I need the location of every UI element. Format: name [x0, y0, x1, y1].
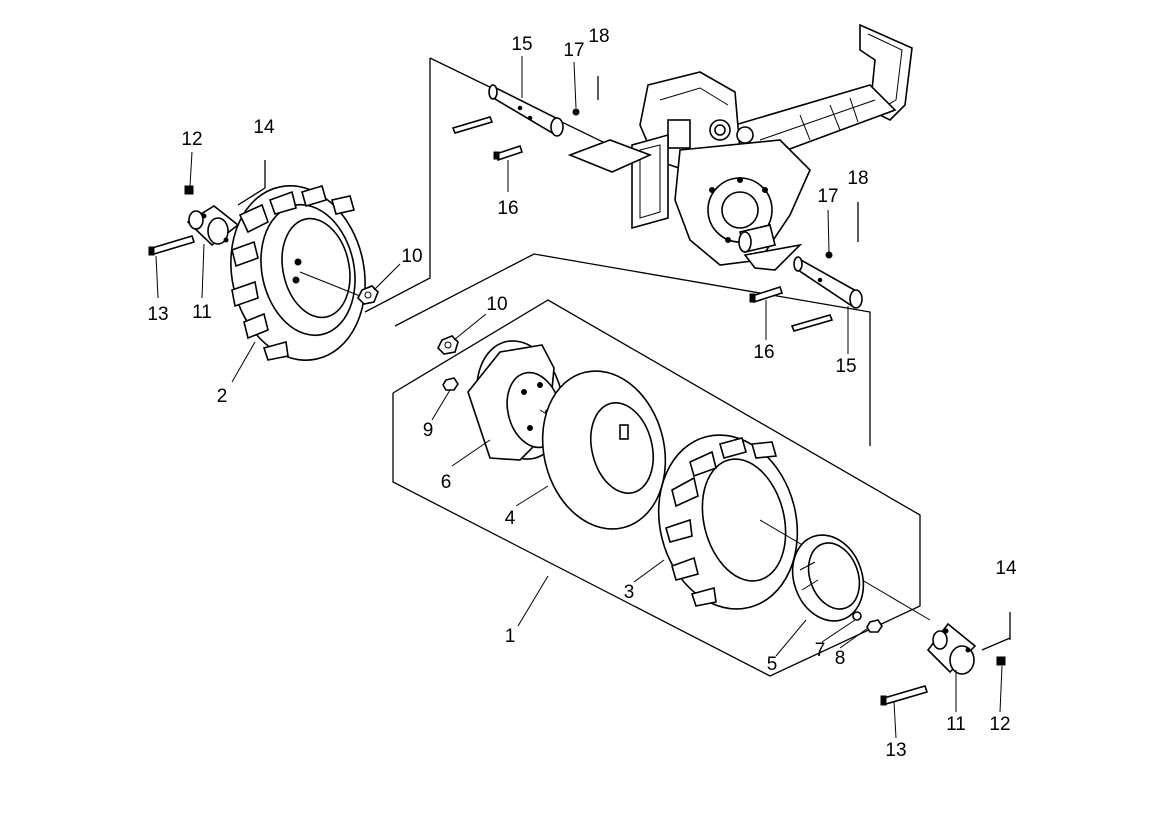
nut-left — [357, 285, 379, 305]
callout-15-upper: 15 — [511, 34, 532, 55]
callout-10-lower: 10 — [486, 294, 507, 315]
callout-13-left: 13 — [147, 304, 168, 325]
callout-4: 4 — [505, 508, 516, 529]
wheel-left — [230, 185, 371, 361]
nut-8 — [866, 619, 883, 633]
callout-18-lower: 18 — [847, 168, 868, 189]
axle-sleeve-lower — [793, 256, 863, 309]
callout-7: 7 — [815, 640, 826, 661]
inner-tube — [541, 370, 667, 530]
hub-right — [926, 622, 977, 675]
clip-lower — [825, 202, 859, 259]
callout-17-lower: 17 — [817, 186, 838, 207]
clip-upper — [572, 76, 599, 116]
transmission-assembly — [631, 23, 913, 271]
group-frame-right-axle — [394, 253, 871, 446]
washer-7 — [852, 611, 862, 621]
callout-12-left: 12 — [181, 129, 202, 150]
callout-labels: 12 14 13 11 2 10 15 17 18 16 17 18 10 16… — [147, 26, 1017, 761]
nut-10 — [437, 335, 459, 355]
callout-9: 9 — [423, 420, 434, 441]
bolt-9 — [442, 377, 459, 391]
callout-3: 3 — [624, 582, 635, 603]
leader-lines — [155, 56, 1003, 739]
callout-8: 8 — [835, 648, 846, 669]
callout-12-right: 12 — [989, 714, 1010, 735]
callout-1: 1 — [505, 626, 516, 647]
callout-6: 6 — [441, 472, 452, 493]
callout-5: 5 — [767, 654, 778, 675]
callout-10-upper: 10 — [401, 246, 422, 267]
hub-left — [186, 205, 240, 247]
callout-13-right: 13 — [885, 740, 906, 761]
pin-upper — [451, 116, 524, 162]
pin-lower — [749, 285, 834, 332]
callout-16-upper: 16 — [497, 198, 518, 219]
callout-14-right: 14 — [995, 558, 1017, 579]
bolt-right — [880, 612, 1011, 706]
callout-11-left: 11 — [192, 302, 212, 323]
rim-half — [791, 534, 865, 622]
callout-11-right: 11 — [946, 714, 966, 735]
callout-14-left: 14 — [253, 117, 275, 138]
axle-sleeve-upper — [488, 84, 564, 137]
wheel-disc — [467, 340, 681, 496]
callout-2: 2 — [217, 386, 228, 407]
wheel-right — [657, 434, 931, 621]
callout-15-lower: 15 — [835, 356, 856, 377]
coupling-plate-upper — [567, 139, 653, 173]
callout-16-lower: 16 — [753, 342, 774, 363]
group-frame-right-wheel-outer — [392, 299, 921, 677]
callout-18-upper: 18 — [588, 26, 609, 47]
bolt-left — [148, 160, 266, 256]
callout-17-upper: 17 — [563, 40, 584, 61]
